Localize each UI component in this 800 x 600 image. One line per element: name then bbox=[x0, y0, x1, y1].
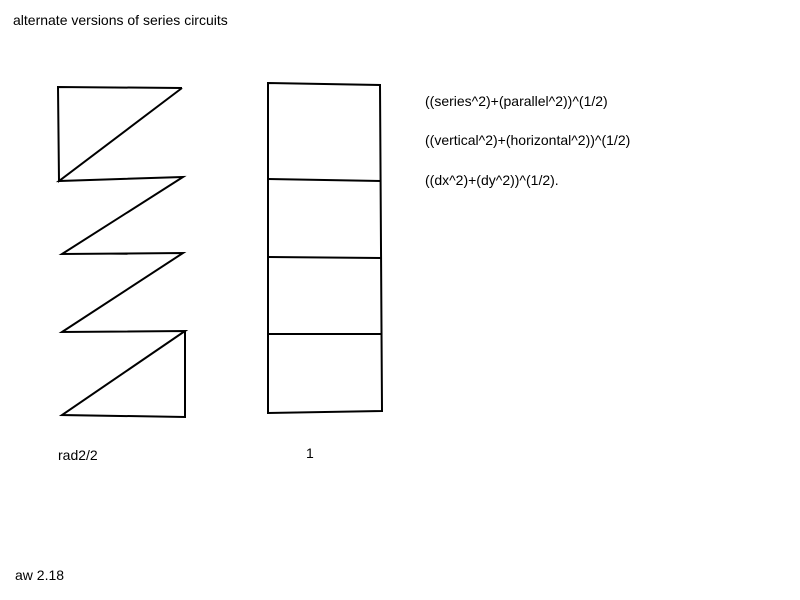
zigzag-figure bbox=[55, 85, 189, 419]
zigzag-path bbox=[55, 85, 189, 419]
footer-signature: aw 2.18 bbox=[15, 567, 65, 583]
equation-series-parallel: ((series^2)+(parallel^2))^(1/2) bbox=[425, 93, 608, 109]
stacked-squares-figure-label: 1 bbox=[306, 445, 314, 461]
square-divider-1 bbox=[267, 178, 382, 182]
equation-vertical-horizontal: ((vertical^2)+(horizontal^2))^(1/2) bbox=[425, 132, 631, 148]
stacked-squares-outline bbox=[267, 81, 384, 415]
diagram-title: alternate versions of series circuits bbox=[13, 12, 228, 28]
square-divider-2 bbox=[267, 256, 382, 259]
equation-dx-dy: ((dx^2)+(dy^2))^(1/2). bbox=[425, 172, 559, 188]
zigzag-figure-label: rad2/2 bbox=[58, 447, 98, 463]
stacked-squares-figure bbox=[267, 81, 384, 415]
